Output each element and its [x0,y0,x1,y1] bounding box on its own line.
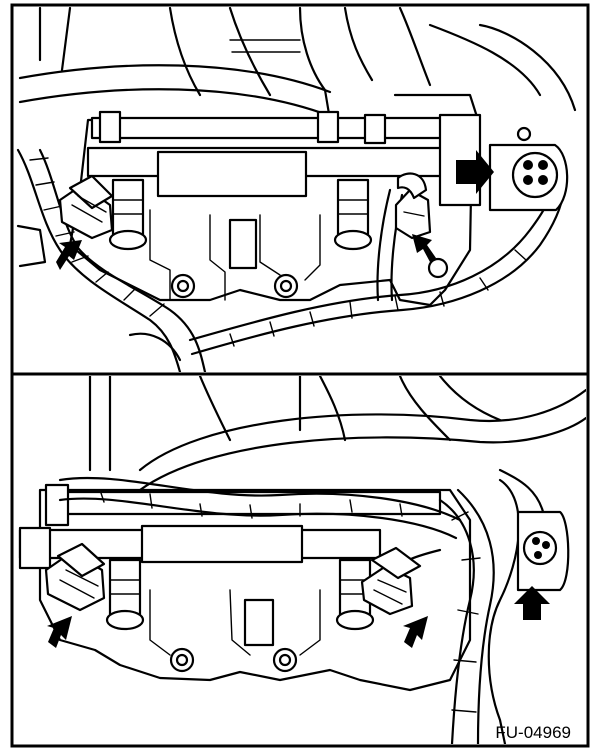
injector-connector-right-upper [394,172,432,240]
arrow-callout-icon [412,234,436,262]
wiring-harness-left-upper [16,148,207,372]
injector-connector-left-upper [58,174,114,240]
fuel-injector-left-lower [105,558,145,631]
arrow-callout-icon [56,240,82,270]
panel-lower [18,376,586,744]
fuel-injector-left-upper [108,178,148,251]
arrow-callout-icon [456,150,494,194]
arrow-callout-icon [47,616,72,648]
fuel-injector-right-upper [333,178,373,251]
sensor-connector-upper [488,126,569,212]
intake-runners-upper [18,7,577,122]
panel-upper [16,7,577,372]
injector-connector-left-lower [44,542,106,612]
arrow-callout-icon [514,586,550,620]
intake-runners-lower [88,376,586,492]
figure-code: FU-04969 [495,723,571,742]
fuel-rail-upper [86,110,482,207]
wiring-harness-lower [58,468,547,744]
wiring-harness-right-upper [188,183,566,356]
arrow-callout-icon [403,616,428,648]
injector-connector-right-lower [360,546,422,616]
sensor-connector-lower [516,510,570,592]
